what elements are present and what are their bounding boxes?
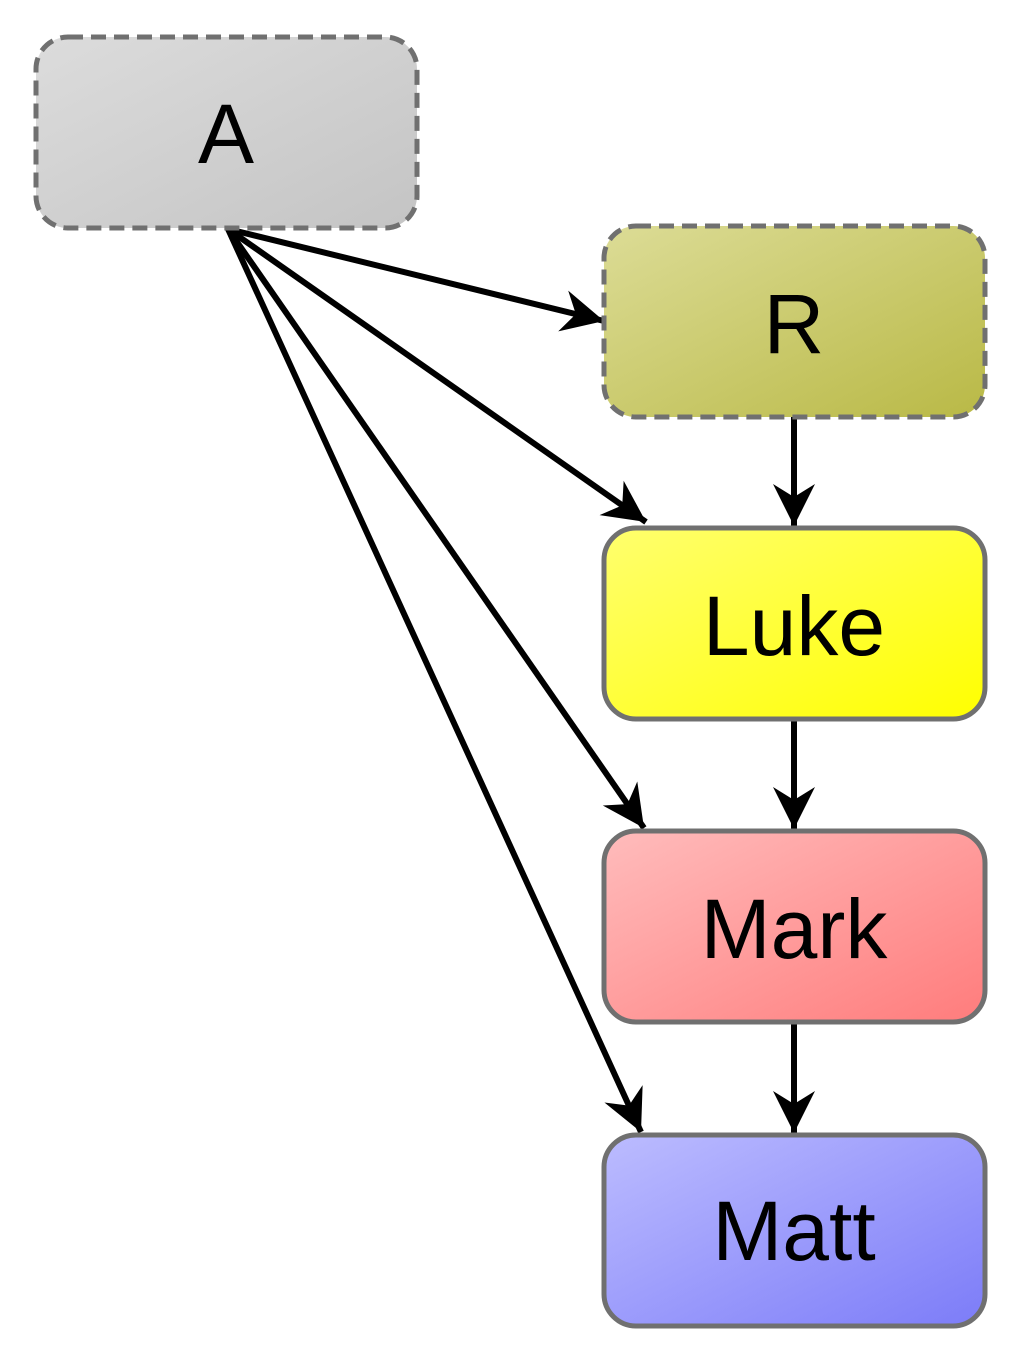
node-matt-box <box>601 1132 988 1329</box>
node-r-box <box>601 223 988 420</box>
edges <box>225 226 815 1134</box>
node-luke-label: Luke <box>703 579 885 673</box>
edge-a-to-matt <box>225 227 644 1134</box>
edge-a-to-mark <box>225 227 647 830</box>
node-a-box <box>33 34 420 231</box>
edge-a-to-luke <box>226 226 648 525</box>
node-mark-label: Mark <box>701 882 889 976</box>
node-luke-box <box>601 525 988 722</box>
node-matt-label: Matt <box>712 1184 875 1278</box>
node-luke: Luke <box>601 525 988 722</box>
node-matt: Matt <box>601 1132 988 1329</box>
node-a-label: A <box>198 87 254 181</box>
node-r: R <box>601 223 988 420</box>
node-mark-box <box>601 828 988 1025</box>
edge-a-to-r <box>227 226 605 332</box>
node-mark: Mark <box>601 828 988 1025</box>
node-r-label: R <box>764 277 825 371</box>
node-a: A <box>33 34 420 231</box>
